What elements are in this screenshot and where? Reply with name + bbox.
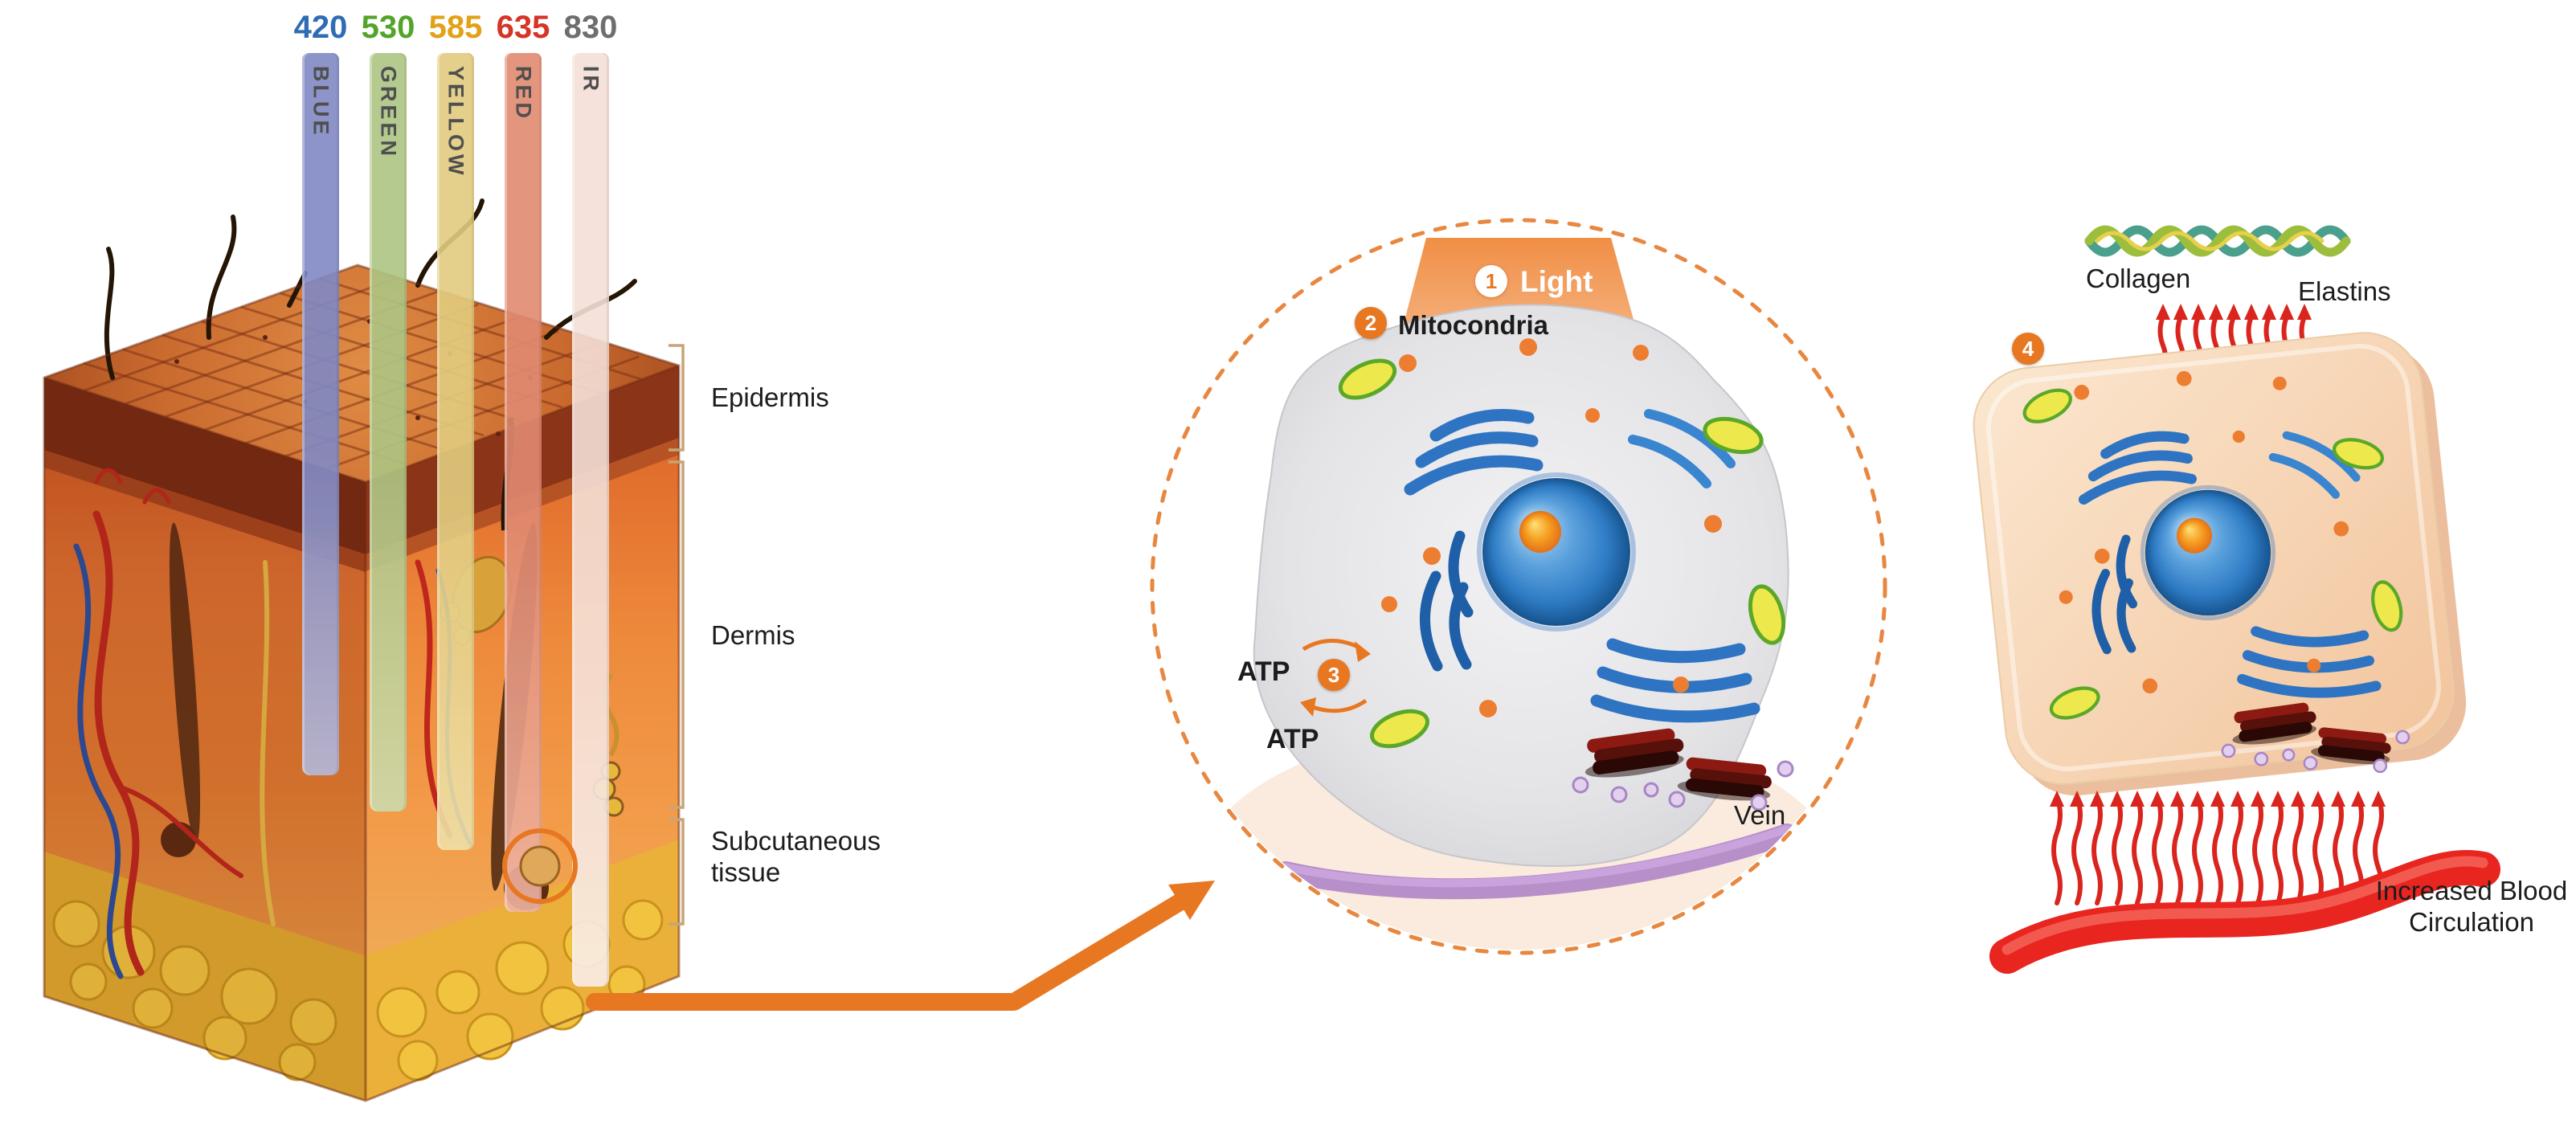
bar-label-ir: IR [579,66,603,94]
wavelength-value-yellow: 585 [428,10,483,45]
label-vein: Vein [1734,800,1786,830]
cell-detail-view [1150,218,1887,955]
bar-label-red: RED [511,66,536,122]
wavelength-value-blue: 420 [293,10,348,45]
zoom-arrow [586,881,1215,1011]
label-epidermis: Epidermis [711,382,829,412]
bar-label-blue: BLUE [309,66,333,138]
layer-brackets [669,344,685,926]
bar-label-yellow: YELLOW [444,66,468,178]
blood-vessel [1989,850,2500,974]
collagen-elastin-fiber [2084,225,2351,257]
wavelength-bar-ir: IR [572,53,609,987]
vein-line [1275,824,1797,900]
label-light: Light [1520,265,1593,298]
detail-circle-outline [1150,218,1887,955]
label-subcutaneous-tissue: Subcutaneous tissue [711,826,881,887]
wavelength-bar-yellow: YELLOW [437,53,474,850]
wavelength-bar-green: GREEN [370,53,407,811]
atp-arrows [1300,639,1371,717]
step-1-badge: 1 [1475,265,1507,297]
wavelength-value-green: 530 [361,10,415,45]
step-4-badge: 4 [2012,333,2044,365]
wavelength-value-red: 635 [496,10,550,45]
label-dermis: Dermis [711,620,795,650]
label-elastins: Elastins [2298,276,2391,306]
target-cell-ring [502,828,578,904]
label-increased-blood-circulation: Increased Blood Circulation [2375,876,2568,937]
bar-label-green: GREEN [376,66,401,160]
wavelength-bar-red: RED [505,53,542,912]
step-2-badge: 2 [1355,307,1387,339]
result-cell-section [1973,225,2500,974]
label-atp-top: ATP [1237,656,1290,687]
label-atp-bottom: ATP [1266,724,1319,754]
label-collagen: Collagen [2086,264,2191,293]
zoom-arrow-overlay [502,828,1215,1011]
label-mitocondria: Mitocondria [1398,310,1548,340]
step-3-badge: 3 [1318,659,1350,691]
circulation-arrows [2050,791,2386,903]
wavelength-value-ir: 830 [563,10,618,45]
wavelength-bar-blue: BLUE [302,53,339,775]
